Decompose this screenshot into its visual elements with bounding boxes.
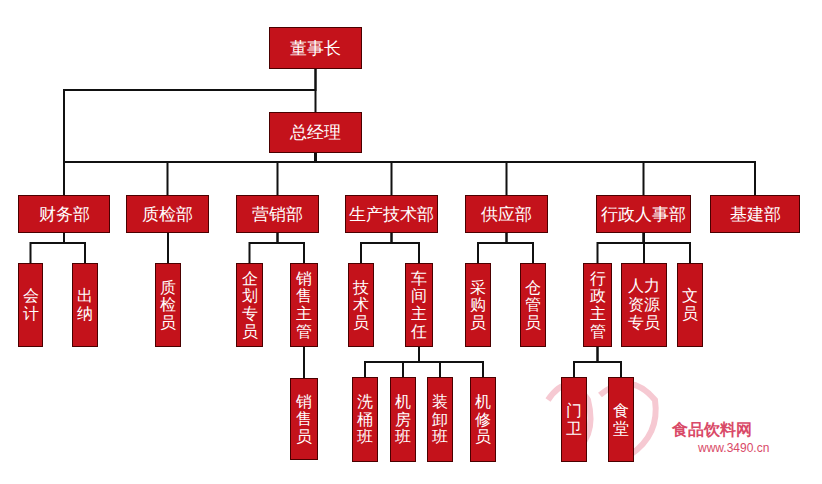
box-label: 食堂 bbox=[613, 402, 629, 437]
box-label: 总经理 bbox=[290, 121, 341, 144]
box-label: 洗桶班 bbox=[357, 393, 373, 446]
org-connector bbox=[316, 153, 392, 195]
watermark-text: www.3490.cn bbox=[698, 441, 769, 455]
box-label: 行政人事部 bbox=[601, 203, 686, 226]
org-box: 食堂 bbox=[608, 377, 634, 462]
org-box: 机修员 bbox=[470, 377, 496, 462]
org-connector bbox=[316, 153, 507, 195]
org-connector bbox=[250, 233, 278, 263]
org-box: 行政人事部 bbox=[596, 195, 691, 233]
org-box: 行政主管 bbox=[583, 263, 612, 347]
org-box: 出纳 bbox=[72, 263, 98, 347]
box-label: 质检员 bbox=[160, 279, 176, 332]
box-label: 生产技术部 bbox=[349, 203, 434, 226]
org-connector bbox=[598, 347, 622, 377]
org-connector bbox=[167, 233, 169, 263]
box-label: 会计 bbox=[23, 287, 39, 322]
box-label: 文员 bbox=[682, 287, 698, 322]
org-box: 机房班 bbox=[390, 377, 416, 462]
box-label: 技术员 bbox=[353, 279, 369, 332]
box-label: 销售主管 bbox=[296, 270, 312, 340]
box-label: 供应部 bbox=[481, 203, 532, 226]
box-label: 车间主任 bbox=[411, 270, 427, 340]
box-label: 销售员 bbox=[296, 393, 312, 446]
org-box: 销售主管 bbox=[290, 263, 318, 347]
org-box: 财务部 bbox=[18, 195, 110, 233]
org-connector bbox=[316, 153, 644, 195]
org-box: 供应部 bbox=[465, 195, 548, 233]
watermark-text: 食品饮料网 bbox=[672, 420, 752, 441]
org-connector bbox=[361, 233, 392, 263]
org-box: 企划专员 bbox=[236, 263, 263, 347]
org-box: 人力资源专员 bbox=[621, 263, 667, 347]
org-connector bbox=[365, 347, 419, 377]
org-box: 洗桶班 bbox=[352, 377, 378, 462]
org-box: 采购员 bbox=[465, 263, 491, 347]
org-connector bbox=[419, 347, 483, 377]
org-connector bbox=[168, 153, 316, 195]
org-box: 装卸班 bbox=[427, 377, 453, 462]
box-label: 董事长 bbox=[290, 37, 341, 60]
box-label: 机修员 bbox=[475, 393, 491, 446]
box-label: 营销部 bbox=[252, 203, 303, 226]
org-box: 车间主任 bbox=[405, 263, 433, 347]
org-box: 销售员 bbox=[290, 378, 318, 460]
org-box: 质检部 bbox=[126, 195, 209, 233]
org-connector bbox=[64, 153, 316, 195]
org-connector bbox=[316, 153, 756, 195]
box-label: 机房班 bbox=[395, 393, 411, 446]
box-label: 财务部 bbox=[39, 203, 90, 226]
org-connector bbox=[278, 153, 316, 195]
org-box: 质检员 bbox=[155, 263, 181, 347]
box-label: 质检部 bbox=[142, 203, 193, 226]
box-label: 行政主管 bbox=[590, 270, 606, 340]
box-label: 基建部 bbox=[730, 203, 781, 226]
org-connector bbox=[392, 233, 420, 263]
org-box: 会计 bbox=[18, 263, 43, 347]
org-connector bbox=[478, 233, 507, 263]
org-connector bbox=[64, 233, 85, 263]
box-label: 门卫 bbox=[566, 402, 582, 437]
org-connector bbox=[403, 347, 419, 377]
box-label: 装卸班 bbox=[432, 393, 448, 446]
box-label: 出纳 bbox=[77, 287, 93, 322]
org-connector bbox=[574, 347, 598, 377]
org-box: 基建部 bbox=[710, 195, 800, 233]
box-label: 人力资源专员 bbox=[628, 277, 660, 332]
org-box: 生产技术部 bbox=[345, 195, 438, 233]
org-box: 董事长 bbox=[269, 27, 362, 69]
org-box: 营销部 bbox=[236, 195, 319, 233]
org-connector bbox=[303, 347, 305, 378]
org-connector bbox=[31, 233, 65, 263]
org-box: 仓管员 bbox=[520, 263, 546, 347]
org-box: 门卫 bbox=[561, 377, 587, 462]
org-connector bbox=[644, 233, 691, 263]
org-box: 总经理 bbox=[269, 112, 362, 153]
box-label: 仓管员 bbox=[525, 279, 541, 332]
box-label: 采购员 bbox=[470, 279, 486, 332]
org-box: 技术员 bbox=[348, 263, 374, 347]
box-label: 企划专员 bbox=[242, 270, 258, 340]
org-connector bbox=[507, 233, 534, 263]
org-connector bbox=[598, 233, 644, 263]
org-box: 文员 bbox=[677, 263, 703, 347]
org-connector bbox=[278, 233, 305, 263]
